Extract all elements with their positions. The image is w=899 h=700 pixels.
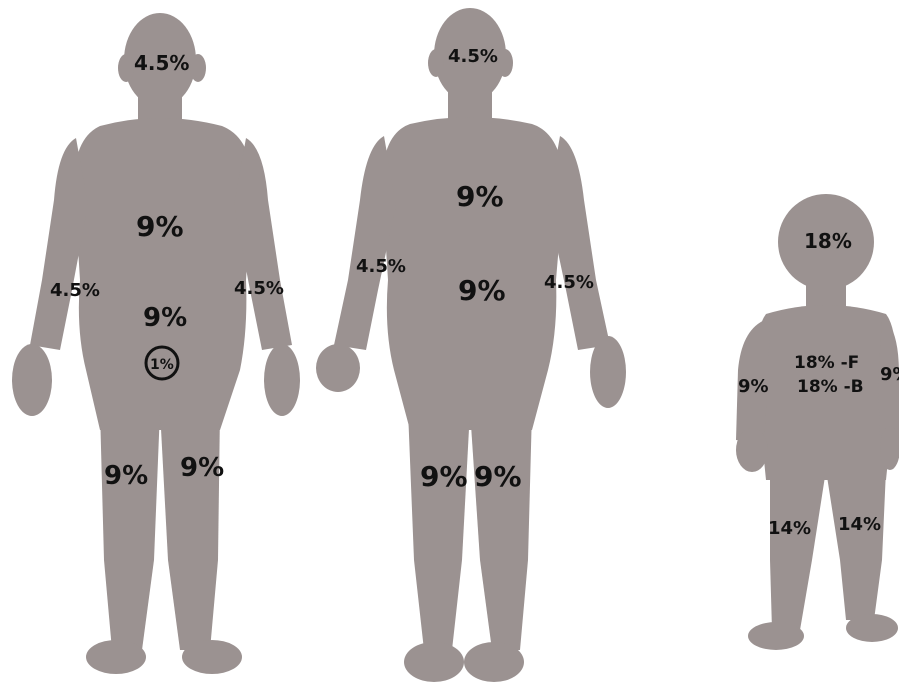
child-hand-left [736, 428, 768, 472]
child-head-label: 18% [804, 229, 852, 253]
child-torso-back-label: 18% -B [797, 377, 864, 397]
child-neck [806, 282, 846, 306]
adult-back-left-leg-label: 9% [420, 460, 468, 493]
child-foot-right [846, 614, 898, 642]
adult-front-abdomen-label: 9% [143, 303, 187, 333]
adult-front-leg-right [160, 410, 220, 650]
adult-back-leg-left [408, 410, 470, 650]
adult-back-head-label: 4.5% [448, 46, 498, 67]
adult-front-foot-right [182, 640, 242, 674]
adult-back-figure [316, 8, 626, 682]
adult-back-arm-left [334, 136, 396, 350]
adult-back-ear-left [428, 49, 444, 77]
adult-front-hand-right [264, 344, 300, 416]
adult-front-ear-right [190, 54, 206, 82]
adult-front-left-arm-label: 4.5% [50, 280, 100, 301]
adult-back-left-arm-label: 4.5% [356, 256, 406, 277]
child-right-arm-label: 9% [880, 364, 899, 385]
adult-back-ear-right [497, 49, 513, 77]
adult-back-arm-right [548, 136, 610, 350]
adult-front-left-leg-label: 9% [104, 461, 148, 491]
adult-back-foot-right [464, 642, 524, 682]
child-left-arm-label: 9% [738, 376, 769, 397]
child-right-leg-label: 14% [838, 514, 881, 535]
adult-front-right-leg-label: 9% [180, 453, 224, 483]
adult-front-figure [12, 13, 300, 674]
adult-front-foot-left [86, 640, 146, 674]
adult-back-foot-left [404, 642, 464, 682]
child-leg-right [826, 470, 886, 620]
adult-back-upper-back-label: 9% [456, 180, 504, 213]
adult-front-ear-left [118, 54, 134, 82]
adult-front-head-label: 4.5% [134, 51, 189, 75]
child-foot-left [748, 622, 804, 650]
child-figure [736, 194, 899, 650]
adult-back-leg-right [470, 410, 532, 650]
adult-front-chest-label: 9% [136, 210, 184, 243]
adult-back-right-arm-label: 4.5% [544, 272, 594, 293]
adult-front-hand-left [12, 344, 52, 416]
adult-back-right-leg-label: 9% [474, 460, 522, 493]
child-leg-left [770, 470, 826, 630]
adult-back-hand-left [316, 344, 360, 392]
adult-front-leg-left [100, 410, 160, 650]
adult-back-hand-right [590, 336, 626, 408]
child-torso-front-label: 18% -F [794, 353, 859, 373]
adult-front-right-arm-label: 4.5% [234, 278, 284, 299]
adult-front-torso [74, 118, 252, 430]
adult-back-lower-back-label: 9% [458, 274, 506, 307]
adult-front-genital-label: 1% [150, 357, 174, 373]
child-left-leg-label: 14% [768, 518, 811, 539]
